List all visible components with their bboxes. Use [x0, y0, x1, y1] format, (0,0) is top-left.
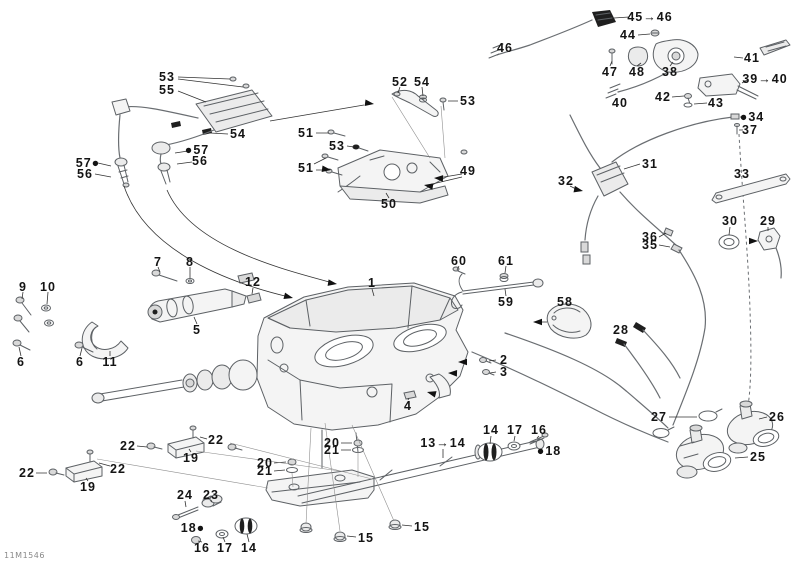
rod-59 [451, 266, 544, 309]
leader-lines [18, 16, 769, 543]
handlebar-switch-38 [605, 39, 699, 99]
shield-58 [537, 303, 592, 339]
mounting-bolts-left [12, 269, 195, 353]
brake-lever-39 [683, 73, 759, 108]
carburetor-right [726, 400, 780, 454]
starter-motor [147, 288, 247, 323]
bracket-29 [757, 227, 782, 279]
bracket-52 [391, 89, 468, 155]
engine-block [91, 282, 469, 469]
lever-41 [759, 39, 791, 56]
cable-ends-28 [615, 322, 681, 399]
ignition-coil-module [171, 76, 273, 135]
engine-mount-upper [146, 425, 243, 459]
damper-14-right [474, 432, 549, 462]
carburetor-left [675, 424, 732, 479]
strap-33 [711, 173, 791, 204]
watermark: 11M1546 [4, 551, 45, 560]
carburetor-cables [471, 332, 669, 443]
linkage-assembly-50 [321, 129, 449, 204]
fasteners-2-3-4 [479, 357, 495, 376]
hardware-bottom [286, 439, 402, 542]
wiring-harness-46 [488, 10, 660, 59]
damper-14-left [172, 494, 258, 544]
throttle-cable-31 [569, 113, 752, 426]
grommet-30 [718, 234, 740, 250]
spark-plug-cables [111, 98, 334, 298]
engine-mount-lower [48, 449, 103, 483]
hose-clamps-27 [652, 408, 723, 438]
support-plate [265, 469, 375, 507]
